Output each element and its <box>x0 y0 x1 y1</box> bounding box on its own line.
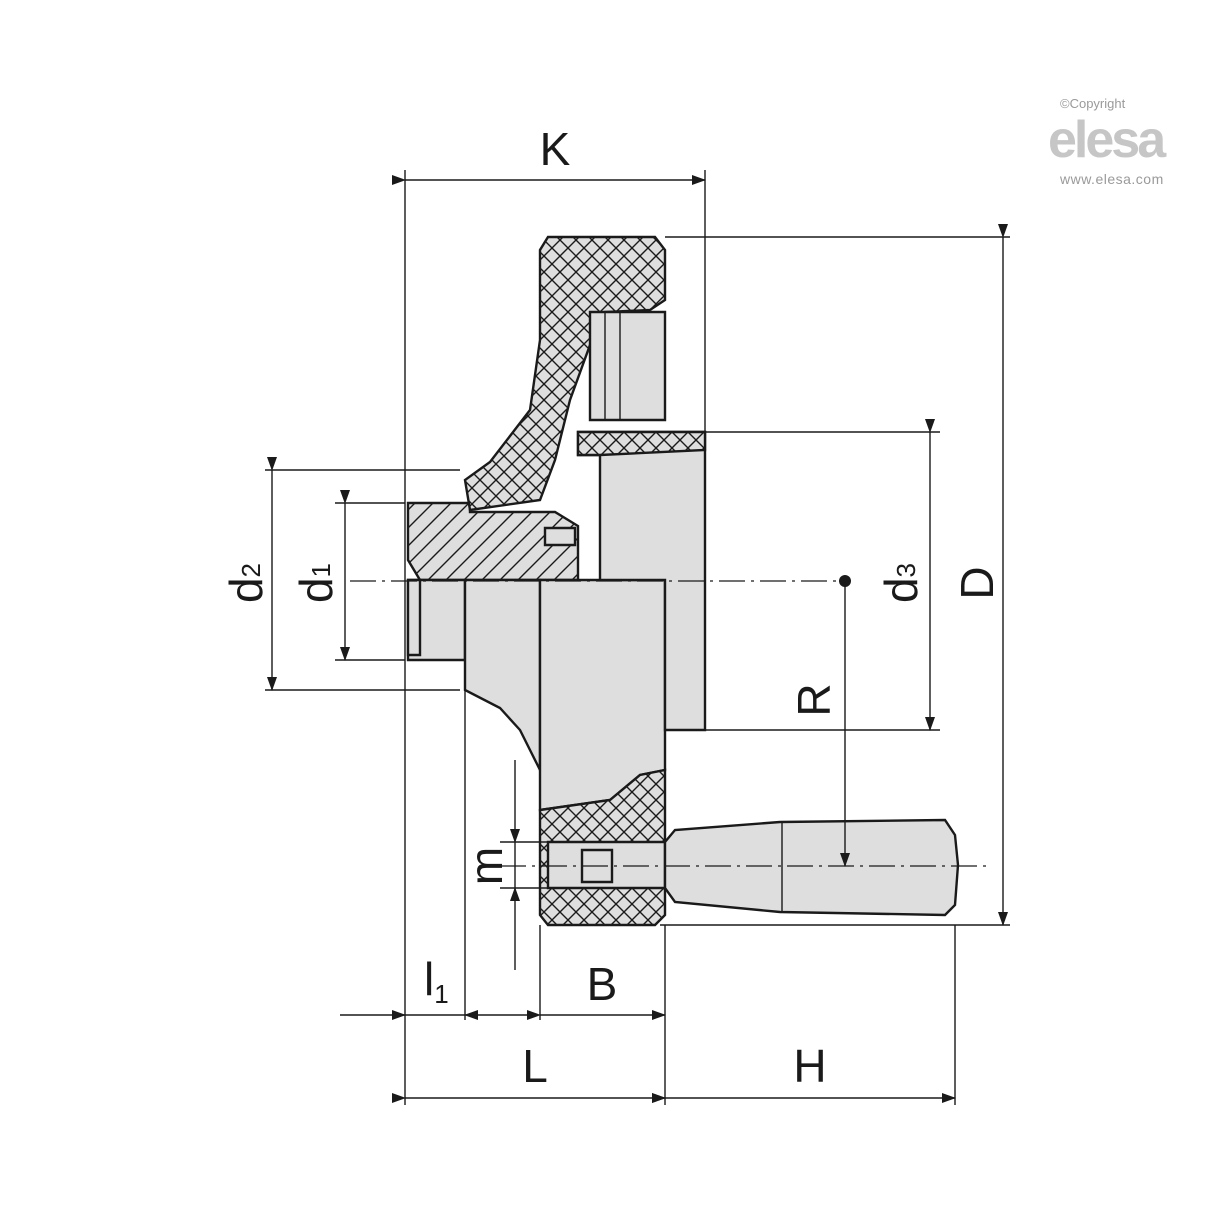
dimension-lines <box>267 175 1008 1103</box>
rim-upper <box>463 235 667 512</box>
label-H: H <box>793 1040 826 1092</box>
label-d2: d2 <box>220 563 272 603</box>
label-m: m <box>460 847 512 885</box>
elesa-watermark: ©Copyright elesa www.elesa.com <box>1048 96 1188 187</box>
label-d3: d3 <box>875 563 927 603</box>
cover-detail <box>604 312 621 420</box>
label-l1-base: l <box>424 953 434 1005</box>
elesa-logo: elesa <box>1048 111 1166 169</box>
label-B: B <box>587 958 618 1010</box>
dimension-labels: K D d3 d2 d1 R m l1 B L H <box>220 123 1003 1092</box>
label-K: K <box>540 123 571 175</box>
label-d2-base: d <box>220 577 272 603</box>
copyright-text: ©Copyright <box>1060 96 1126 111</box>
label-d1: d1 <box>290 563 342 603</box>
grub-screw <box>543 526 577 547</box>
label-d1-sub: 1 <box>306 563 336 577</box>
label-l1: l1 <box>424 953 449 1009</box>
label-d1-base: d <box>290 577 342 603</box>
hub-flange <box>463 578 542 771</box>
cover-plate <box>588 310 667 422</box>
revolving-handle <box>663 818 960 917</box>
website-url: www.elesa.com <box>1060 171 1164 187</box>
label-d3-sub: 3 <box>891 563 921 577</box>
label-d2-sub: 2 <box>236 563 266 577</box>
label-R: R <box>788 683 840 716</box>
label-D: D <box>951 566 1003 599</box>
label-d3-base: d <box>875 577 927 603</box>
bore-face <box>406 578 422 657</box>
insert-ring-top <box>576 430 707 457</box>
label-l1-sub: 1 <box>434 979 448 1009</box>
label-L: L <box>522 1040 548 1092</box>
